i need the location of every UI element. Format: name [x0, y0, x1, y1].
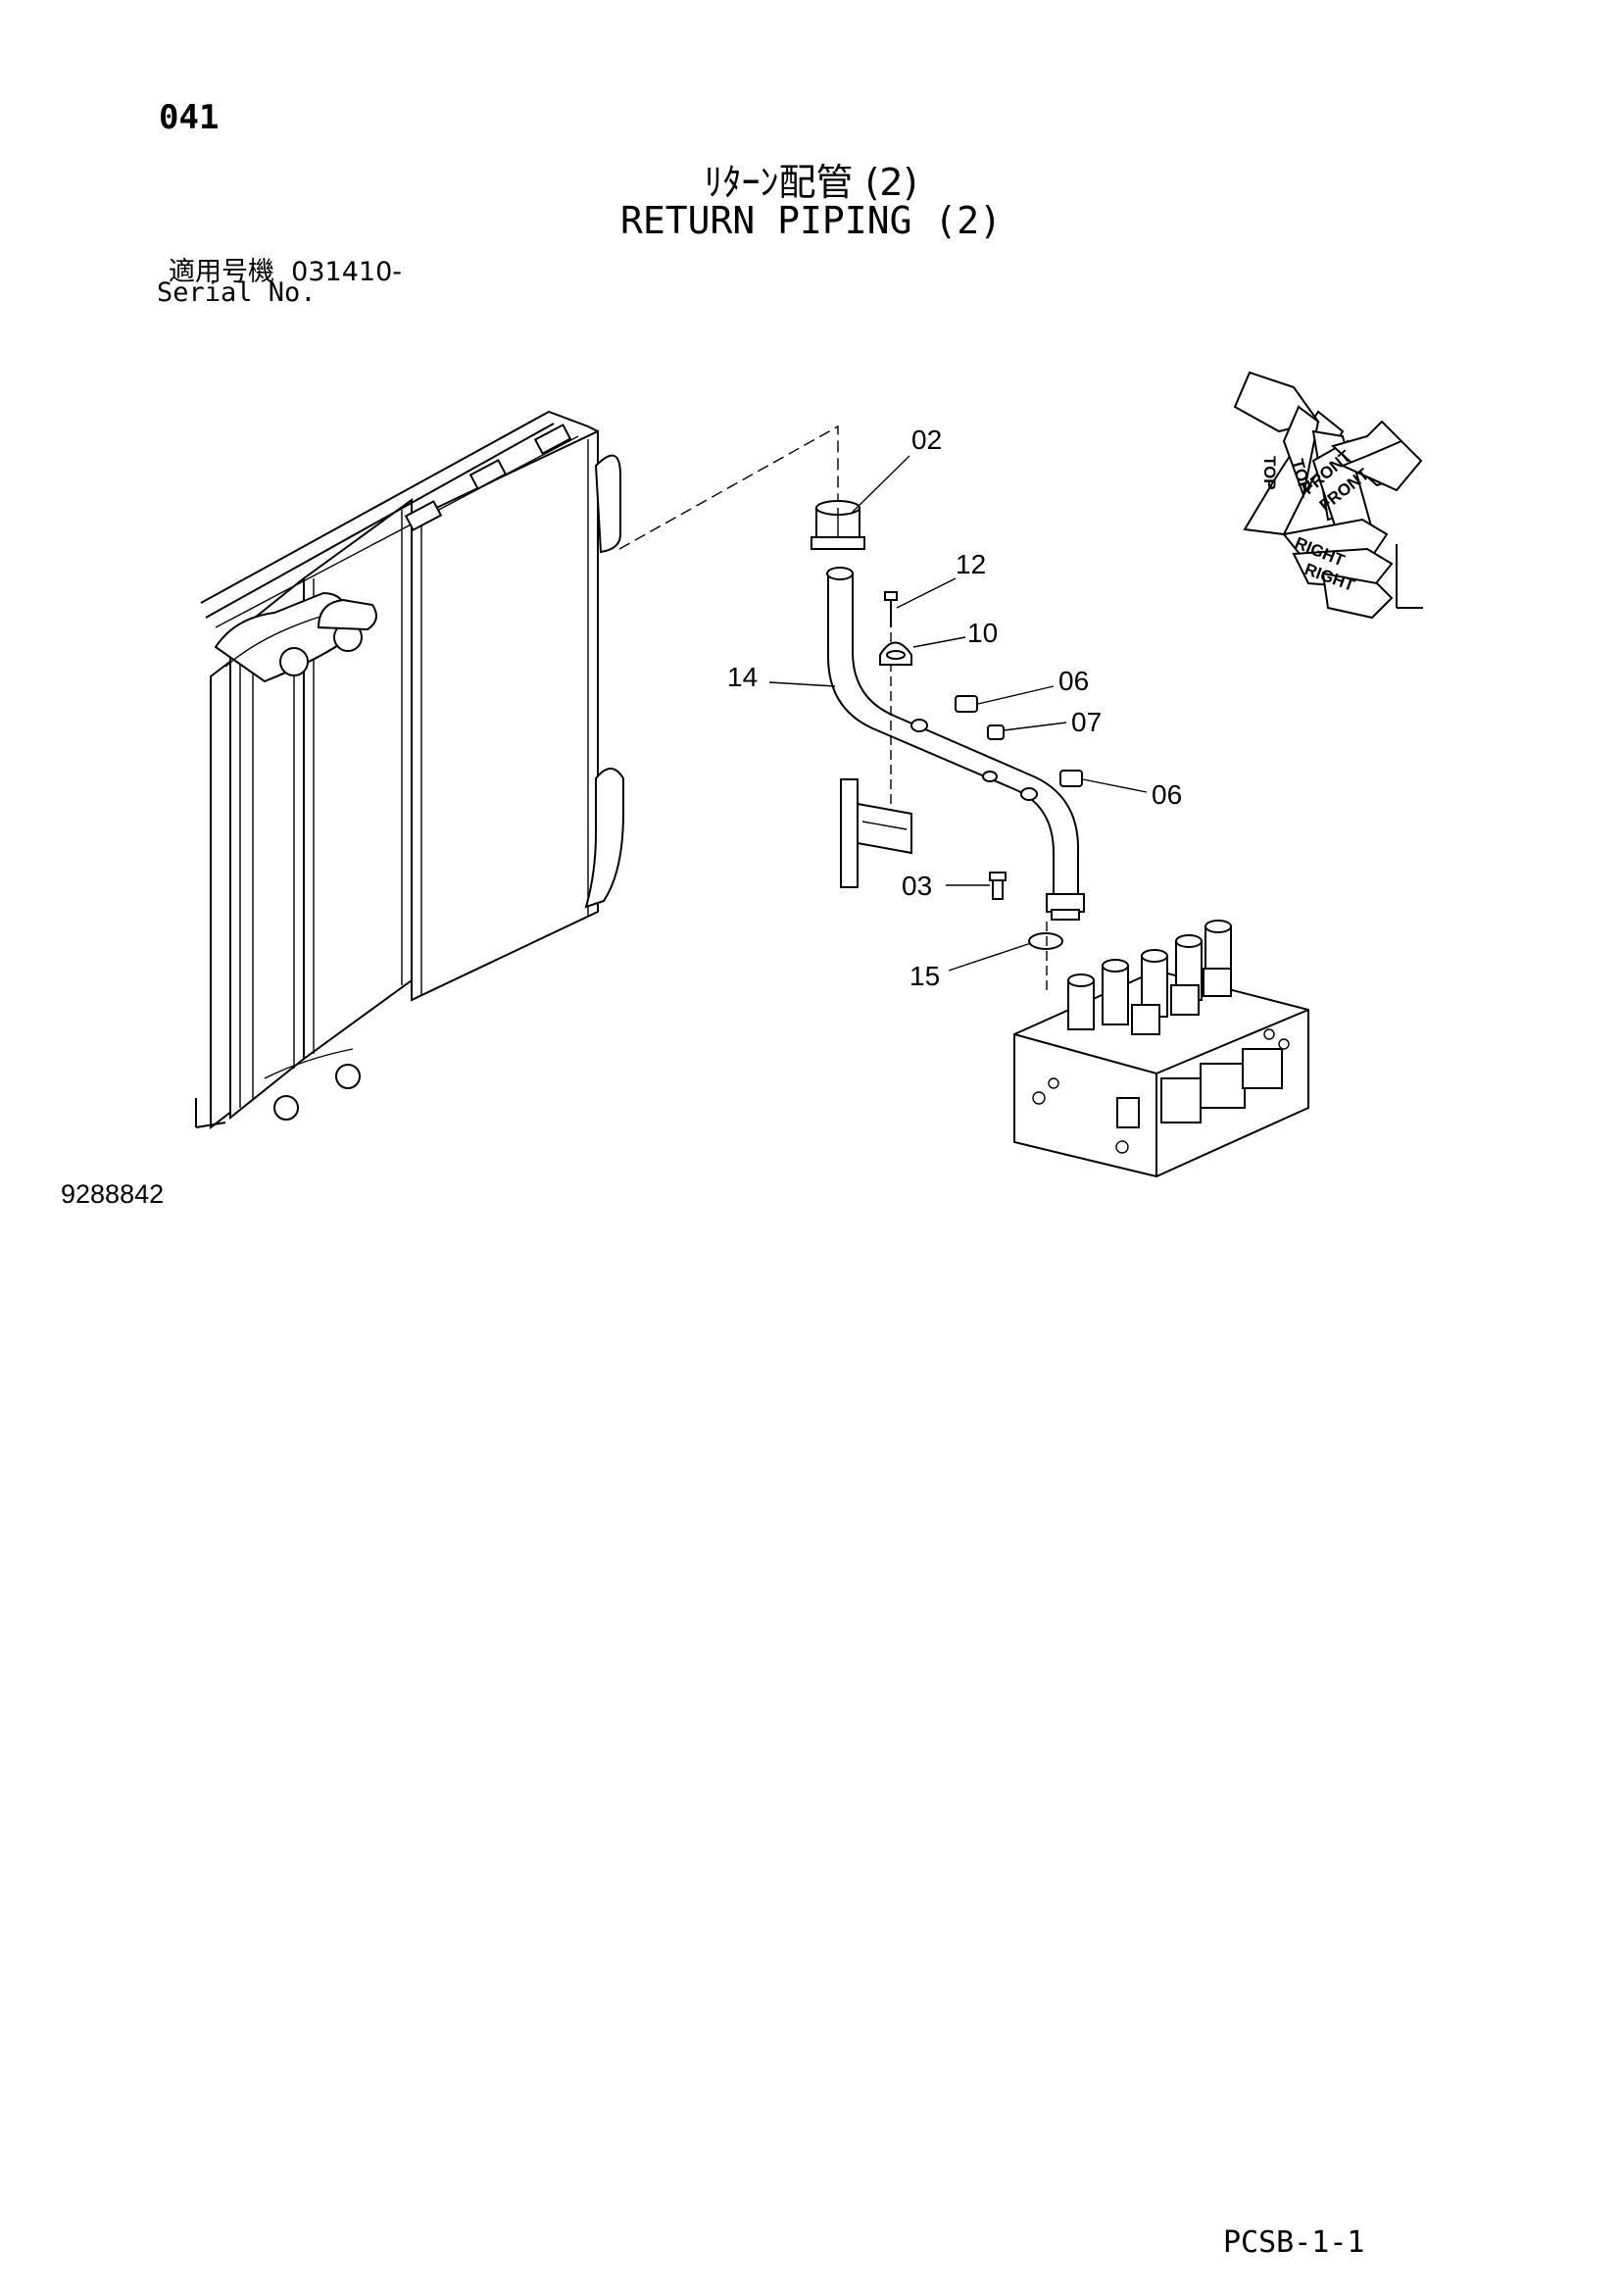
callout-15: 15 [909, 961, 940, 991]
plug-parts [955, 695, 1083, 787]
clamp-part [811, 500, 865, 550]
serial-label-jp: 適用号機 [169, 257, 274, 287]
callout-group: 02 12 10 14 06 07 06 03 15 [727, 424, 1182, 991]
orientation-top-label: TOP [1260, 456, 1279, 490]
callout-06-upper: 06 [1058, 666, 1089, 696]
o-ring-part [1028, 932, 1063, 950]
serial-label-en: Serial No. [157, 277, 317, 308]
bolt-part [884, 591, 898, 843]
callout-14: 14 [727, 662, 758, 692]
bolt-03-part [989, 872, 1007, 900]
figure-number: 9288842 [61, 1179, 165, 1209]
callout-07: 07 [1071, 707, 1102, 737]
callout-03: 03 [902, 871, 932, 901]
page-title-english: RETURN PIPING (2) [620, 199, 1002, 242]
page-number: 041 [159, 98, 220, 137]
bracket-part [840, 778, 912, 888]
serial-applicability: 適用号機 031410- [169, 250, 402, 288]
callout-02: 02 [911, 424, 942, 455]
page-code: PCSB-1-1 [1223, 2225, 1365, 2260]
control-valve [1013, 920, 1309, 1178]
page-title-japanese: ﾘﾀｰﾝ配管 (2) [704, 161, 918, 204]
callout-12: 12 [956, 549, 986, 579]
radiator-assembly [195, 410, 839, 1130]
callout-06-lower: 06 [1152, 779, 1182, 810]
serial-value: 031410- [291, 257, 402, 287]
saddle-clamp-part [879, 641, 912, 666]
orientation-indicator: TOP TOP FRONT FRONT RIGHT RIGHT [1233, 371, 1423, 620]
callout-10: 10 [967, 618, 998, 648]
return-pipe [826, 567, 1085, 921]
parts-diagram: TOP TOP FRONT FRONT RIGHT RIGHT 02 12 10… [195, 371, 1423, 1178]
